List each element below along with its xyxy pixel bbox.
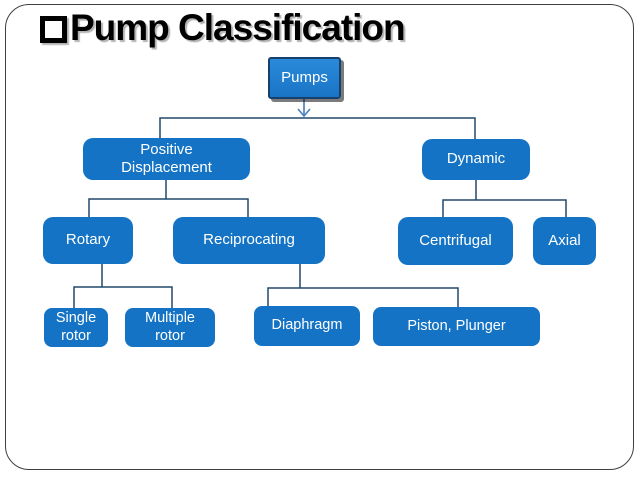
node-axial: Axial	[533, 217, 596, 265]
node-positive-displacement: Positive Displacement	[83, 138, 250, 180]
node-diaphragm: Diaphragm	[254, 306, 360, 346]
node-piston-plunger: Piston, Plunger	[373, 307, 540, 346]
node-multiple-rotor: Multiple rotor	[125, 308, 215, 347]
node-centrifugal: Centrifugal	[398, 217, 513, 265]
page-title: Pump Classification	[70, 7, 406, 48]
node-dynamic: Dynamic	[422, 139, 530, 180]
down-arrowhead-icon	[297, 108, 311, 118]
node-single-rotor: Single rotor	[44, 308, 108, 347]
connector-dynamic	[442, 180, 567, 217]
node-rotary: Rotary	[43, 217, 133, 264]
node-pumps: Pumps	[268, 57, 341, 99]
connector-reciprocating	[267, 264, 459, 307]
connector-positive-displacement	[88, 180, 249, 217]
square-bullet-icon	[40, 16, 67, 43]
node-reciprocating: Reciprocating	[173, 217, 325, 264]
slide-title-row: Pump Classification	[40, 7, 406, 48]
connector-level1	[159, 117, 476, 139]
connector-rotary	[73, 264, 173, 308]
